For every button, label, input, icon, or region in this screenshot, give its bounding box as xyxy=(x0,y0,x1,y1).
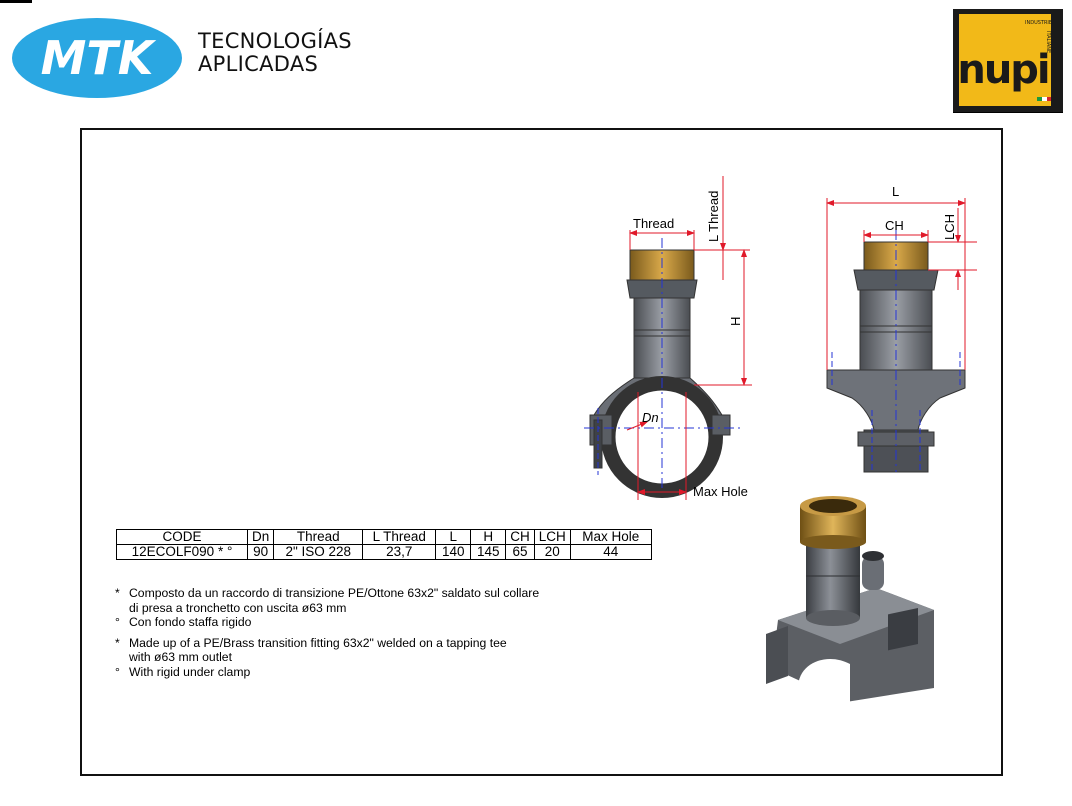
nupi-logo-text: nupi xyxy=(957,47,1048,93)
cell-l-thread: 23,7 xyxy=(362,544,437,560)
label-l: L xyxy=(892,184,899,199)
mtk-logo: MTK xyxy=(12,18,182,98)
product-render xyxy=(766,496,934,702)
note-it-2: ° Con fondo staffa rigido xyxy=(115,615,539,630)
cell-h: 145 xyxy=(470,544,507,560)
mtk-logo-text: MTK xyxy=(41,31,157,85)
label-l-thread: L Thread xyxy=(706,191,721,242)
tagline-line-1: TECNOLOGÍAS xyxy=(198,29,352,53)
note-en-2: ° With rigid under clamp xyxy=(115,665,539,680)
label-h: H xyxy=(728,317,743,326)
footnotes: * Composto da un raccordo di transizione… xyxy=(115,586,539,680)
col-l-thread: L Thread xyxy=(362,529,437,545)
specification-table: CODE Dn Thread L Thread L H CH LCH Max H… xyxy=(116,529,652,560)
col-dn: Dn xyxy=(246,529,275,545)
note-en-1: * Made up of a PE/Brass transition fitti… xyxy=(115,636,539,665)
note-it-1: * Composto da un raccordo di transizione… xyxy=(115,586,539,615)
label-max-hole: Max Hole xyxy=(693,484,748,499)
label-ch: CH xyxy=(885,218,904,233)
nupi-small-text-2: ITALIANE xyxy=(1045,31,1051,53)
col-ch: CH xyxy=(505,529,535,545)
label-thread: Thread xyxy=(633,216,674,231)
datasheet-frame: Thread L Thread H Dn Max Hole xyxy=(80,128,1003,776)
note-marker: ° xyxy=(115,615,120,630)
col-max-hole: Max Hole xyxy=(569,529,652,545)
note-text: Made up of a PE/Brass transition fitting… xyxy=(129,635,507,650)
col-thread: Thread xyxy=(273,529,364,545)
cell-max-hole: 44 xyxy=(569,544,652,560)
cell-l: 140 xyxy=(435,544,472,560)
nupi-small-text-1: INDUSTRIE xyxy=(1025,20,1052,26)
cell-dn: 90 xyxy=(246,544,275,560)
cell-ch: 65 xyxy=(505,544,535,560)
note-text: Composto da un raccordo di transizione P… xyxy=(129,586,540,600)
col-lch: LCH xyxy=(533,529,571,545)
table-header-row: CODE Dn Thread L Thread L H CH LCH Max H… xyxy=(116,529,652,545)
technical-drawing: Thread L Thread H Dn Max Hole xyxy=(584,176,977,500)
note-text: Con fondo staffa rigido xyxy=(129,615,252,630)
cell-code: 12ECOLF090 * ° xyxy=(116,544,248,560)
cell-lch: 20 xyxy=(533,544,571,560)
cell-thread: 2" ISO 228 xyxy=(273,544,364,560)
col-code: CODE xyxy=(116,529,248,545)
note-text: With rigid under clamp xyxy=(129,664,251,679)
front-view-drawing: L CH LCH xyxy=(826,184,977,473)
nupi-logo: nupi INDUSTRIE ITALIANE xyxy=(953,9,1063,113)
col-h: H xyxy=(470,529,507,545)
nupi-underline xyxy=(953,112,1063,113)
tagline-line-2: APLICADAS xyxy=(198,52,319,76)
corner-rule xyxy=(0,0,32,3)
note-marker: ° xyxy=(115,664,120,679)
note-text: with ø63 mm outlet xyxy=(129,650,232,665)
company-tagline: TECNOLOGÍAS APLICADAS xyxy=(198,30,352,76)
label-lch: LCH xyxy=(942,214,957,240)
note-marker: * xyxy=(115,586,120,600)
note-text: di presa a tronchetto con uscita ø63 mm xyxy=(129,600,347,615)
label-dn: Dn xyxy=(642,410,659,425)
side-view-drawing: Thread L Thread H Dn Max Hole xyxy=(584,176,752,500)
note-marker: * xyxy=(115,635,120,650)
table-row: 12ECOLF090 * ° 90 2" ISO 228 23,7 140 14… xyxy=(116,544,652,560)
col-l: L xyxy=(435,529,472,545)
